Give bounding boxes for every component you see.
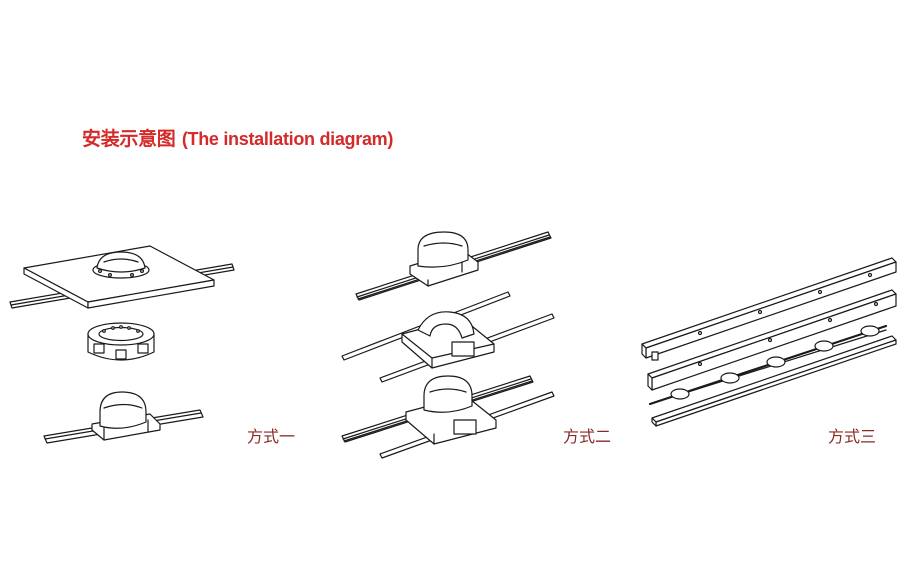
module-chain	[650, 326, 886, 404]
channel-rail-1	[642, 258, 896, 360]
mounting-ring	[88, 323, 154, 360]
channel-rail-2	[648, 290, 896, 390]
bottom-module	[92, 392, 160, 440]
diagram-title-en: (The installation diagram)	[181, 129, 394, 149]
method-1-illustration	[10, 246, 234, 443]
method-1-label: 方式一	[247, 427, 296, 446]
method-2-bottom-module	[406, 376, 496, 444]
method-3-label: 方式三	[828, 427, 877, 446]
method-2-label: 方式二	[563, 427, 612, 446]
diagram-title-zh: 安装示意图	[82, 128, 176, 150]
method-2-top-module	[410, 232, 478, 286]
diagram-title: 安装示意图 (The installation diagram)	[82, 124, 393, 151]
method-2-bracket	[402, 312, 494, 368]
panel-module	[93, 252, 149, 278]
method-2-illustration	[342, 232, 554, 458]
method-3-illustration	[642, 258, 896, 426]
channel-rail-3	[652, 336, 896, 426]
